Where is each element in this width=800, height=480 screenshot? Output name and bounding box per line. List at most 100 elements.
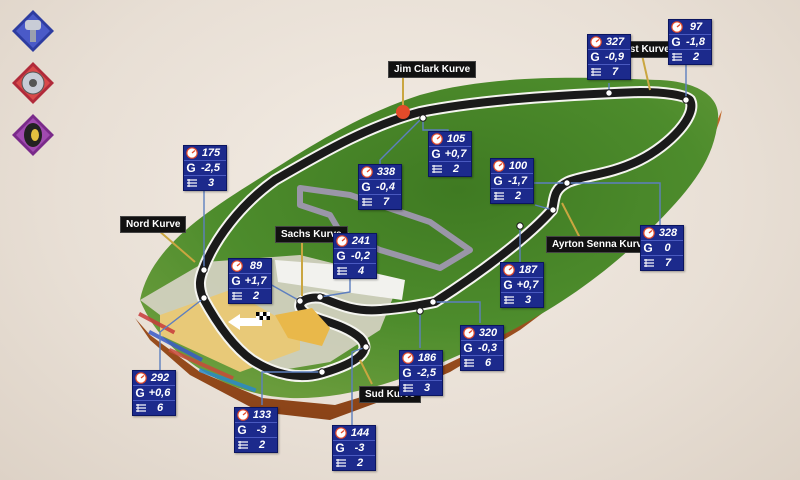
gear-row: 3 (501, 293, 543, 307)
speedometer-icon (236, 409, 249, 422)
g-force-value: +1,7 (244, 275, 267, 287)
gear-row: 7 (588, 65, 630, 79)
gearbox-icon (335, 265, 348, 278)
engine-view-button[interactable] (10, 8, 56, 54)
g-force-value: -3 (354, 442, 365, 454)
speed-row: 338 (359, 165, 401, 180)
g-force-row: G -0,2 (334, 249, 376, 264)
g-force-value: -1,8 (686, 36, 705, 48)
corner-label-ayrton-senna: Ayrton Senna Kurve (546, 236, 654, 253)
speed-value: 187 (518, 264, 538, 276)
speed-value: 144 (350, 427, 370, 439)
g-force-row: G-1,8 (669, 35, 711, 50)
gear-row: 6 (461, 356, 503, 370)
speed-value: 292 (150, 372, 170, 384)
piston-icon (12, 10, 54, 52)
g-force-icon: G (237, 423, 247, 437)
gear-row: 2 (669, 50, 711, 64)
gear-value: 7 (664, 257, 672, 269)
gear-row: 4 (334, 264, 376, 278)
speed-value: 133 (252, 409, 272, 421)
g-force-icon: G (135, 386, 145, 400)
g-force-icon: G (643, 241, 653, 255)
car-park-rows (138, 312, 257, 393)
g-force-value: -2,5 (201, 162, 220, 174)
gear-value: 4 (357, 265, 365, 277)
g-force-icon: G (231, 274, 241, 288)
gearbox-icon (236, 439, 249, 452)
g-force-value: +0,7 (444, 148, 467, 160)
direction-arrow-icon (228, 314, 262, 330)
gear-value: 3 (207, 177, 215, 189)
g-force-row: G-2,5 (400, 366, 442, 381)
gear-value: 2 (258, 439, 266, 451)
speedometer-icon (670, 21, 683, 34)
brakes-view-button[interactable] (10, 60, 56, 106)
speedometer-icon (185, 147, 198, 160)
tires-view-button[interactable] (10, 112, 56, 158)
g-force-value: -0,4 (376, 181, 395, 193)
gear-value: 2 (356, 457, 364, 469)
speed-row: 89 (229, 259, 271, 274)
gearbox-icon (589, 66, 602, 79)
g-force-row: G-1,7 (491, 174, 533, 189)
gearbox-icon (502, 294, 515, 307)
gear-value: 7 (611, 66, 619, 78)
g-force-row: G -3 (235, 423, 277, 438)
speedometer-icon (642, 227, 655, 240)
gearbox-icon (360, 196, 373, 209)
gearbox-icon (642, 257, 655, 270)
chequered-flag-icon (256, 312, 270, 320)
gear-value: 3 (524, 294, 532, 306)
g-force-row: G+0,7 (501, 278, 543, 293)
speed-row: 292 (133, 371, 175, 386)
speedometer-icon (335, 235, 348, 248)
pit-building (275, 308, 330, 346)
gear-value: 6 (156, 402, 164, 414)
track-points (200, 89, 690, 376)
gearbox-icon (492, 190, 505, 203)
g-force-row: G -2,5 (184, 161, 226, 176)
g-force-row: G+1,7 (229, 274, 271, 289)
brake-disc-icon (12, 62, 54, 104)
gearbox-icon (334, 457, 347, 470)
gear-row: 2 (235, 438, 277, 452)
gear-value: 2 (452, 163, 460, 175)
g-force-value: -2,5 (417, 367, 436, 379)
corner-label-nord: Nord Kurve (120, 216, 187, 233)
g-force-value: -0,2 (351, 250, 370, 262)
gear-row: 3 (400, 381, 442, 395)
speed-value: 175 (201, 147, 221, 159)
g-force-icon: G (493, 174, 503, 188)
speed-value: 105 (446, 133, 466, 145)
g-force-icon: G (186, 161, 196, 175)
g-force-value: +0,7 (516, 279, 539, 291)
speed-row: 187 (501, 263, 543, 278)
g-force-value: -0,3 (478, 342, 497, 354)
speed-value: 186 (417, 352, 437, 364)
g-force-value: -3 (256, 424, 267, 436)
g-force-row: G-0,3 (461, 341, 503, 356)
g-force-icon: G (503, 278, 513, 292)
gear-row: 2 (491, 189, 533, 203)
corner-label-jim-clark: Jim Clark Kurve (388, 61, 477, 78)
gear-row: 7 (359, 195, 401, 209)
g-force-icon: G (336, 249, 346, 263)
speedometer-icon (401, 352, 414, 365)
speed-row: 133 (235, 408, 277, 423)
speed-row: 320 (461, 326, 503, 341)
speed-value: 327 (605, 36, 625, 48)
g-force-icon: G (431, 147, 441, 161)
speedometer-icon (360, 166, 373, 179)
gearbox-icon (134, 402, 147, 415)
g-force-icon: G (590, 50, 600, 64)
